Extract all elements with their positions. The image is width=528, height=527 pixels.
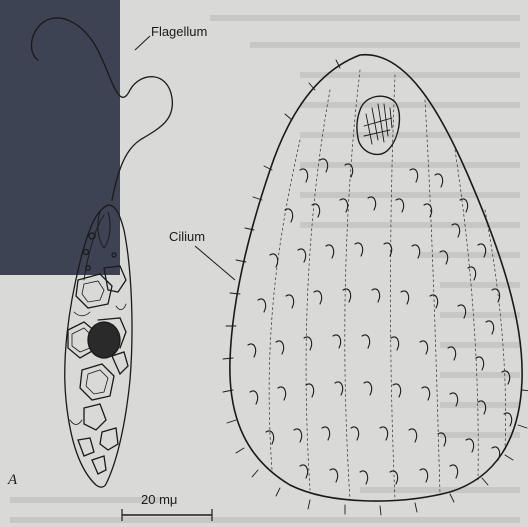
scale-bar	[122, 509, 212, 521]
label-scale: 20 mμ	[141, 492, 177, 507]
flagellum-pointer	[135, 36, 150, 50]
label-flagellum: Flagellum	[151, 24, 207, 39]
cilium-pointer	[195, 246, 235, 280]
label-panel-a: A	[8, 472, 17, 489]
label-cilium: Cilium	[169, 229, 205, 244]
